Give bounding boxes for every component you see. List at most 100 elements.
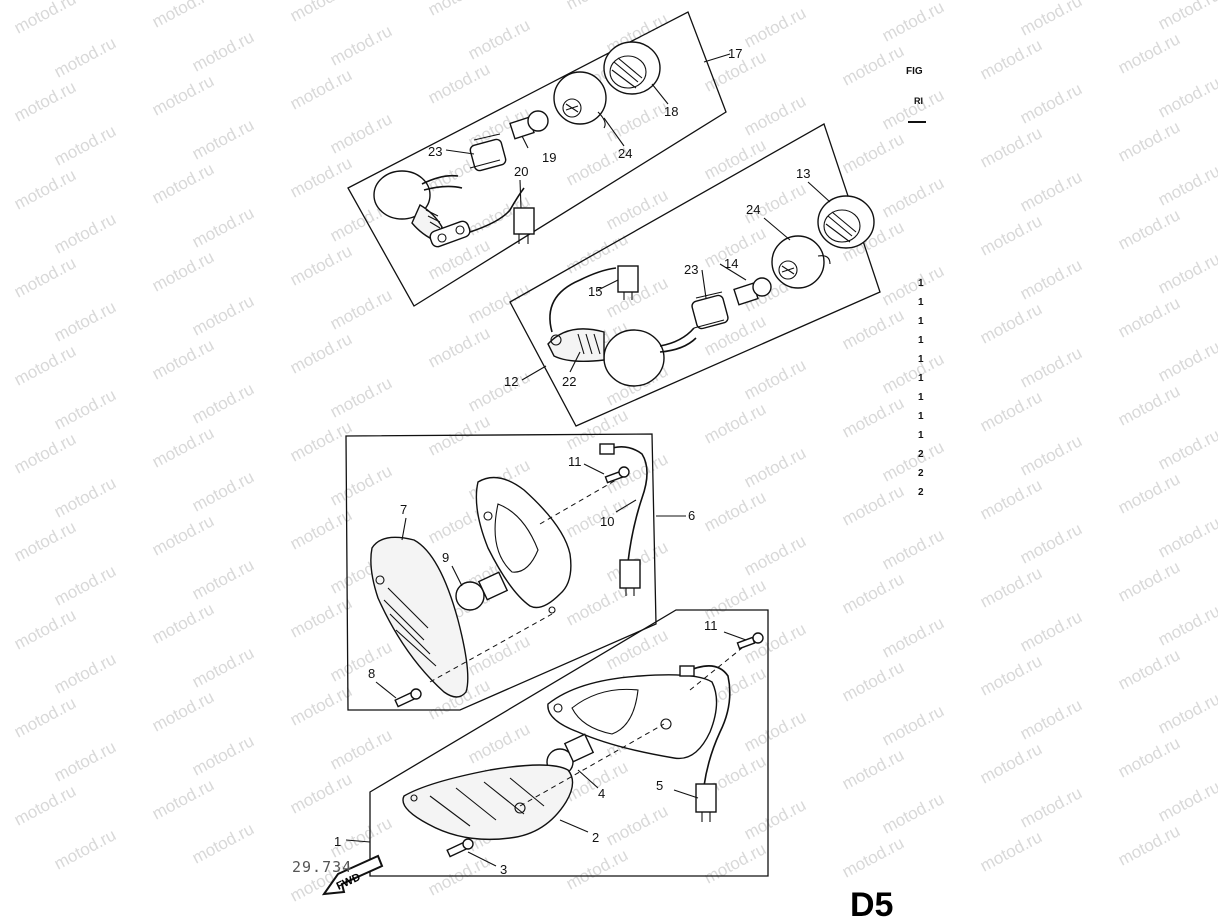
watermark-text: motod.ru <box>1155 425 1218 473</box>
watermark-text: motod.ru <box>189 467 257 515</box>
watermark-text: motod.ru <box>51 737 119 785</box>
frame-6 <box>345 433 657 711</box>
reflector-24-mid <box>771 235 831 289</box>
callout-15: 15 <box>588 284 602 299</box>
watermark-text: motod.ru <box>839 833 907 881</box>
watermark-text: motod.ru <box>149 775 217 823</box>
watermark-text: motod.ru <box>51 209 119 257</box>
watermark-text: motod.ru <box>287 505 355 553</box>
reference-code: 29.734 <box>292 858 353 876</box>
watermark-text: motod.ru <box>149 423 217 471</box>
watermark-text: motod.ru <box>149 511 217 559</box>
watermark-text: motod.ru <box>11 0 79 38</box>
watermark-text: motod.ru <box>741 355 809 403</box>
watermark-text: motod.ru <box>327 725 395 773</box>
watermark-text: motod.ru <box>879 789 947 837</box>
watermark-text: motod.ru <box>839 41 907 89</box>
watermark-text: motod.ru <box>839 481 907 529</box>
callouts: 17 18 23 19 24 20 13 24 23 14 15 12 22 1… <box>334 46 810 877</box>
bracket-17 <box>429 220 471 248</box>
watermark-text: motod.ru <box>977 123 1045 171</box>
watermark-text: motod.ru <box>465 367 533 415</box>
spring-17 <box>425 209 441 229</box>
watermark-text: motod.ru <box>287 241 355 289</box>
watermark-text: motod.ru <box>425 59 493 107</box>
watermark-text: motod.ru <box>189 555 257 603</box>
watermark-text: motod.ru <box>465 719 533 767</box>
callout-24-top: 24 <box>618 146 632 161</box>
watermark-text: motod.ru <box>327 461 395 509</box>
watermark-text: motod.ru <box>51 33 119 81</box>
watermark-text: motod.ru <box>11 781 79 829</box>
assembly-6 <box>345 433 686 711</box>
sidebar-index-digit: 1 <box>918 411 924 422</box>
socket-23-top <box>469 133 507 172</box>
callout-2: 2 <box>592 830 599 845</box>
watermark-text: motod.ru <box>741 3 809 51</box>
watermark-text: motod.ru <box>563 493 631 541</box>
watermark-text: motod.ru <box>149 159 217 207</box>
watermark-text: motod.ru <box>1155 689 1218 737</box>
screw-11-lower <box>736 632 764 650</box>
watermark-text: motod.ru <box>1115 293 1183 341</box>
watermark-text: motod.ru <box>51 825 119 873</box>
watermark-text: motod.ru <box>149 0 217 32</box>
callout-23-mid: 23 <box>684 262 698 277</box>
bulb-9 <box>455 571 509 611</box>
watermark-text: motod.ru <box>839 305 907 353</box>
watermark-text: motod.ru <box>1115 645 1183 693</box>
assembly-1 <box>345 609 769 877</box>
watermark-text: motod.ru <box>425 323 493 371</box>
watermark-text: motod.ru <box>287 769 355 817</box>
watermark-text: motod.ru <box>741 707 809 755</box>
lens-7 <box>370 536 469 698</box>
callout-10: 10 <box>600 514 614 529</box>
watermark-text: motod.ru <box>839 129 907 177</box>
watermark-text: motod.ru <box>51 121 119 169</box>
callout-4: 4 <box>598 786 605 801</box>
watermark-text: motod.ru <box>1017 167 1085 215</box>
frame-17 <box>347 11 727 307</box>
callout-5: 5 <box>656 778 663 793</box>
watermark-text: motod.ru <box>1155 601 1218 649</box>
watermark-text: motod.ru <box>603 97 671 145</box>
watermark-text: motod.ru <box>701 135 769 183</box>
callout-9: 9 <box>442 550 449 565</box>
callout-23-top: 23 <box>428 144 442 159</box>
watermark-text: motod.ru <box>51 385 119 433</box>
watermark-text: motod.ru <box>287 681 355 729</box>
watermark-text: motod.ru <box>879 525 947 573</box>
watermark-text: motod.ru <box>11 429 79 477</box>
frame-12 <box>509 123 881 427</box>
callout-19: 19 <box>542 150 556 165</box>
watermark-text: motod.ru <box>977 299 1045 347</box>
watermark-text: motod.ru <box>741 443 809 491</box>
wire-12 <box>659 327 697 353</box>
watermark-text: motod.ru <box>287 417 355 465</box>
watermark-text: motod.ru <box>189 643 257 691</box>
callout-11-upper: 11 <box>568 454 582 469</box>
connector-10 <box>619 559 641 589</box>
connector-5 <box>695 783 717 813</box>
watermark-text: motod.ru <box>287 65 355 113</box>
watermark-text: motod.ru <box>603 801 671 849</box>
watermark-text: motod.ru <box>701 399 769 447</box>
callout-18: 18 <box>664 104 678 119</box>
watermark-text: motod.ru <box>879 701 947 749</box>
watermark-text: motod.ru <box>189 291 257 339</box>
page-code: D5 <box>850 886 894 924</box>
callout-1: 1 <box>334 834 341 849</box>
wire-15 <box>549 267 617 333</box>
watermark-text: motod.ru <box>51 561 119 609</box>
watermark-text: motod.ru <box>1017 695 1085 743</box>
watermark-text: motod.ru <box>11 77 79 125</box>
watermark-text: motod.ru <box>977 651 1045 699</box>
watermark-text: motod.ru <box>189 379 257 427</box>
lens-18 <box>603 41 661 95</box>
lens-7-texture <box>383 587 437 667</box>
watermark-text: motod.ru <box>51 297 119 345</box>
watermark-text: motod.ru <box>1017 431 1085 479</box>
sidebar-index-digit: 1 <box>918 392 924 403</box>
watermark-text: motod.ru <box>287 153 355 201</box>
watermark-text: motod.ru <box>839 569 907 617</box>
